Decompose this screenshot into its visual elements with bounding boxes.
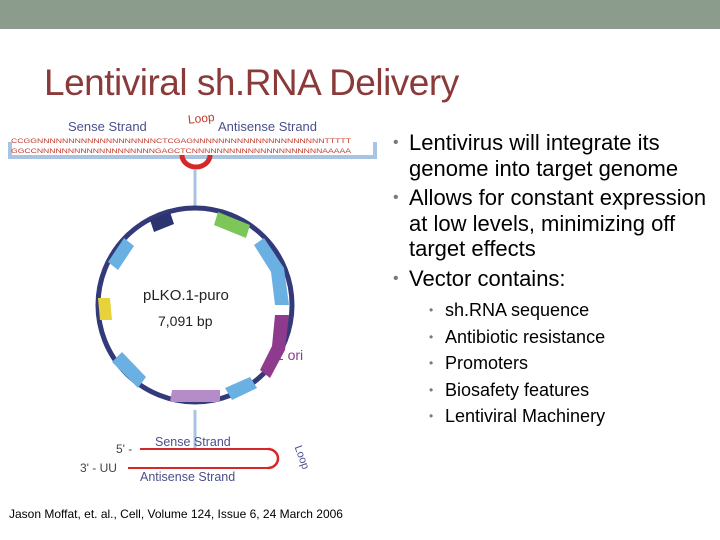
top-bar: [0, 0, 720, 29]
feature-blue-left: [112, 352, 146, 388]
feature-green: [214, 212, 250, 238]
insert-box: [8, 142, 377, 159]
top-loop-label: Loop: [187, 110, 215, 127]
hairpin-loop: [267, 447, 280, 470]
hairpin-loop-label: Loop: [292, 444, 312, 471]
bullet-list: Lentivirus will integrate its genome int…: [393, 130, 711, 434]
shrna-vector-diagram: Sense Strand Antisense Strand Loop CCGGN…: [8, 110, 377, 484]
bullet-expression: Allows for constant expression at low le…: [393, 185, 711, 262]
sub-bullet-biosafety: Biosafety features: [429, 377, 711, 404]
feature-yellow: [98, 298, 112, 320]
sub-bullet-shrna: sh.RNA sequence: [429, 297, 711, 324]
hairpin-antisense-label: Antisense Strand: [140, 470, 235, 484]
sequence-bottom: GGCCNNNNNNNNNNNNNNNNNNNGAGCTCNNNNNNNNNNN…: [11, 148, 352, 155]
ori-label: f1 ori: [272, 347, 303, 363]
sequence-top: CCGGNNNNNNNNNNNNNNNNNNNCTCGAGNNNNNNNNNNN…: [11, 138, 351, 145]
sub-bullet-list: sh.RNA sequence Antibiotic resistance Pr…: [429, 297, 711, 430]
sub-bullet-antibiotic: Antibiotic resistance: [429, 324, 711, 351]
hairpin-3-label: 3' - UU: [80, 461, 117, 475]
bullet-vector-text: Vector contains:: [409, 265, 566, 291]
sub-bullet-promoters: Promoters: [429, 350, 711, 377]
plasmid-name: pLKO.1-puro: [143, 287, 229, 304]
sense-strand-label: Sense Strand: [68, 119, 147, 134]
top-loop: [179, 154, 213, 170]
feature-blue-lower: [225, 377, 257, 400]
feature-purple: [170, 390, 220, 402]
citation: Jason Moffat, et. al., Cell, Volume 124,…: [9, 507, 343, 521]
sub-bullet-machinery: Lentiviral Machinery: [429, 403, 711, 430]
hairpin-sense-label: Sense Strand: [155, 435, 231, 449]
bullet-integrate: Lentivirus will integrate its genome int…: [393, 130, 711, 181]
bullet-vector: Vector contains: sh.RNA sequence Antibio…: [393, 266, 711, 430]
slide-title: Lentiviral sh.RNA Delivery: [44, 62, 459, 103]
feature-darkblue: [150, 212, 174, 232]
antisense-strand-label: Antisense Strand: [218, 119, 317, 134]
feature-blue-upper: [254, 238, 289, 305]
feature-blue-topleft: [108, 238, 134, 270]
feature-ori: [260, 315, 289, 378]
hairpin-5-label: 5' -: [116, 442, 132, 456]
plasmid-size: 7,091 bp: [158, 313, 213, 329]
